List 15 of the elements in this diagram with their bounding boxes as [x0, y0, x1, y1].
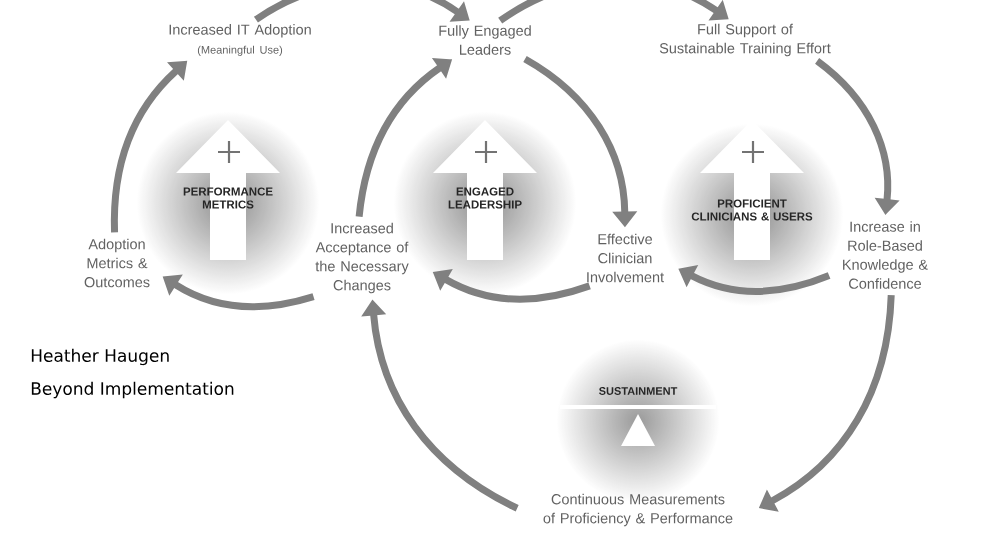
step-text: Fully Engaged Leaders: [439, 25, 531, 55]
curved-arrow: [498, 0, 729, 24]
node-label: SUSTAINMENT: [599, 387, 678, 395]
step-text: Adoption Metrics & Outcomes: [84, 238, 150, 288]
balance-scale: SUSTAINMENT: [560, 387, 716, 446]
step-text: Continuous Measurements of Proficiency & Performance: [543, 493, 733, 527]
author-text: Beyond Implementation: [31, 381, 234, 399]
node-label: PROFICIENT CLINICIANS & USERS: [691, 199, 813, 221]
step-text: Effective Clinician Involvement: [587, 233, 664, 283]
step-text: Full Support of Sustainable Training Effort: [659, 23, 831, 57]
step-text: Increased IT Adoption (Meaningful Use): [169, 24, 311, 56]
author-text: Heather Haugen: [31, 348, 169, 366]
curved-arrow: [254, 0, 470, 23]
step-text: Increased Acceptance of the Necessary Changes: [315, 222, 409, 294]
step-text: Increase in Role-Based Knowledge & Confidence: [843, 221, 928, 289]
